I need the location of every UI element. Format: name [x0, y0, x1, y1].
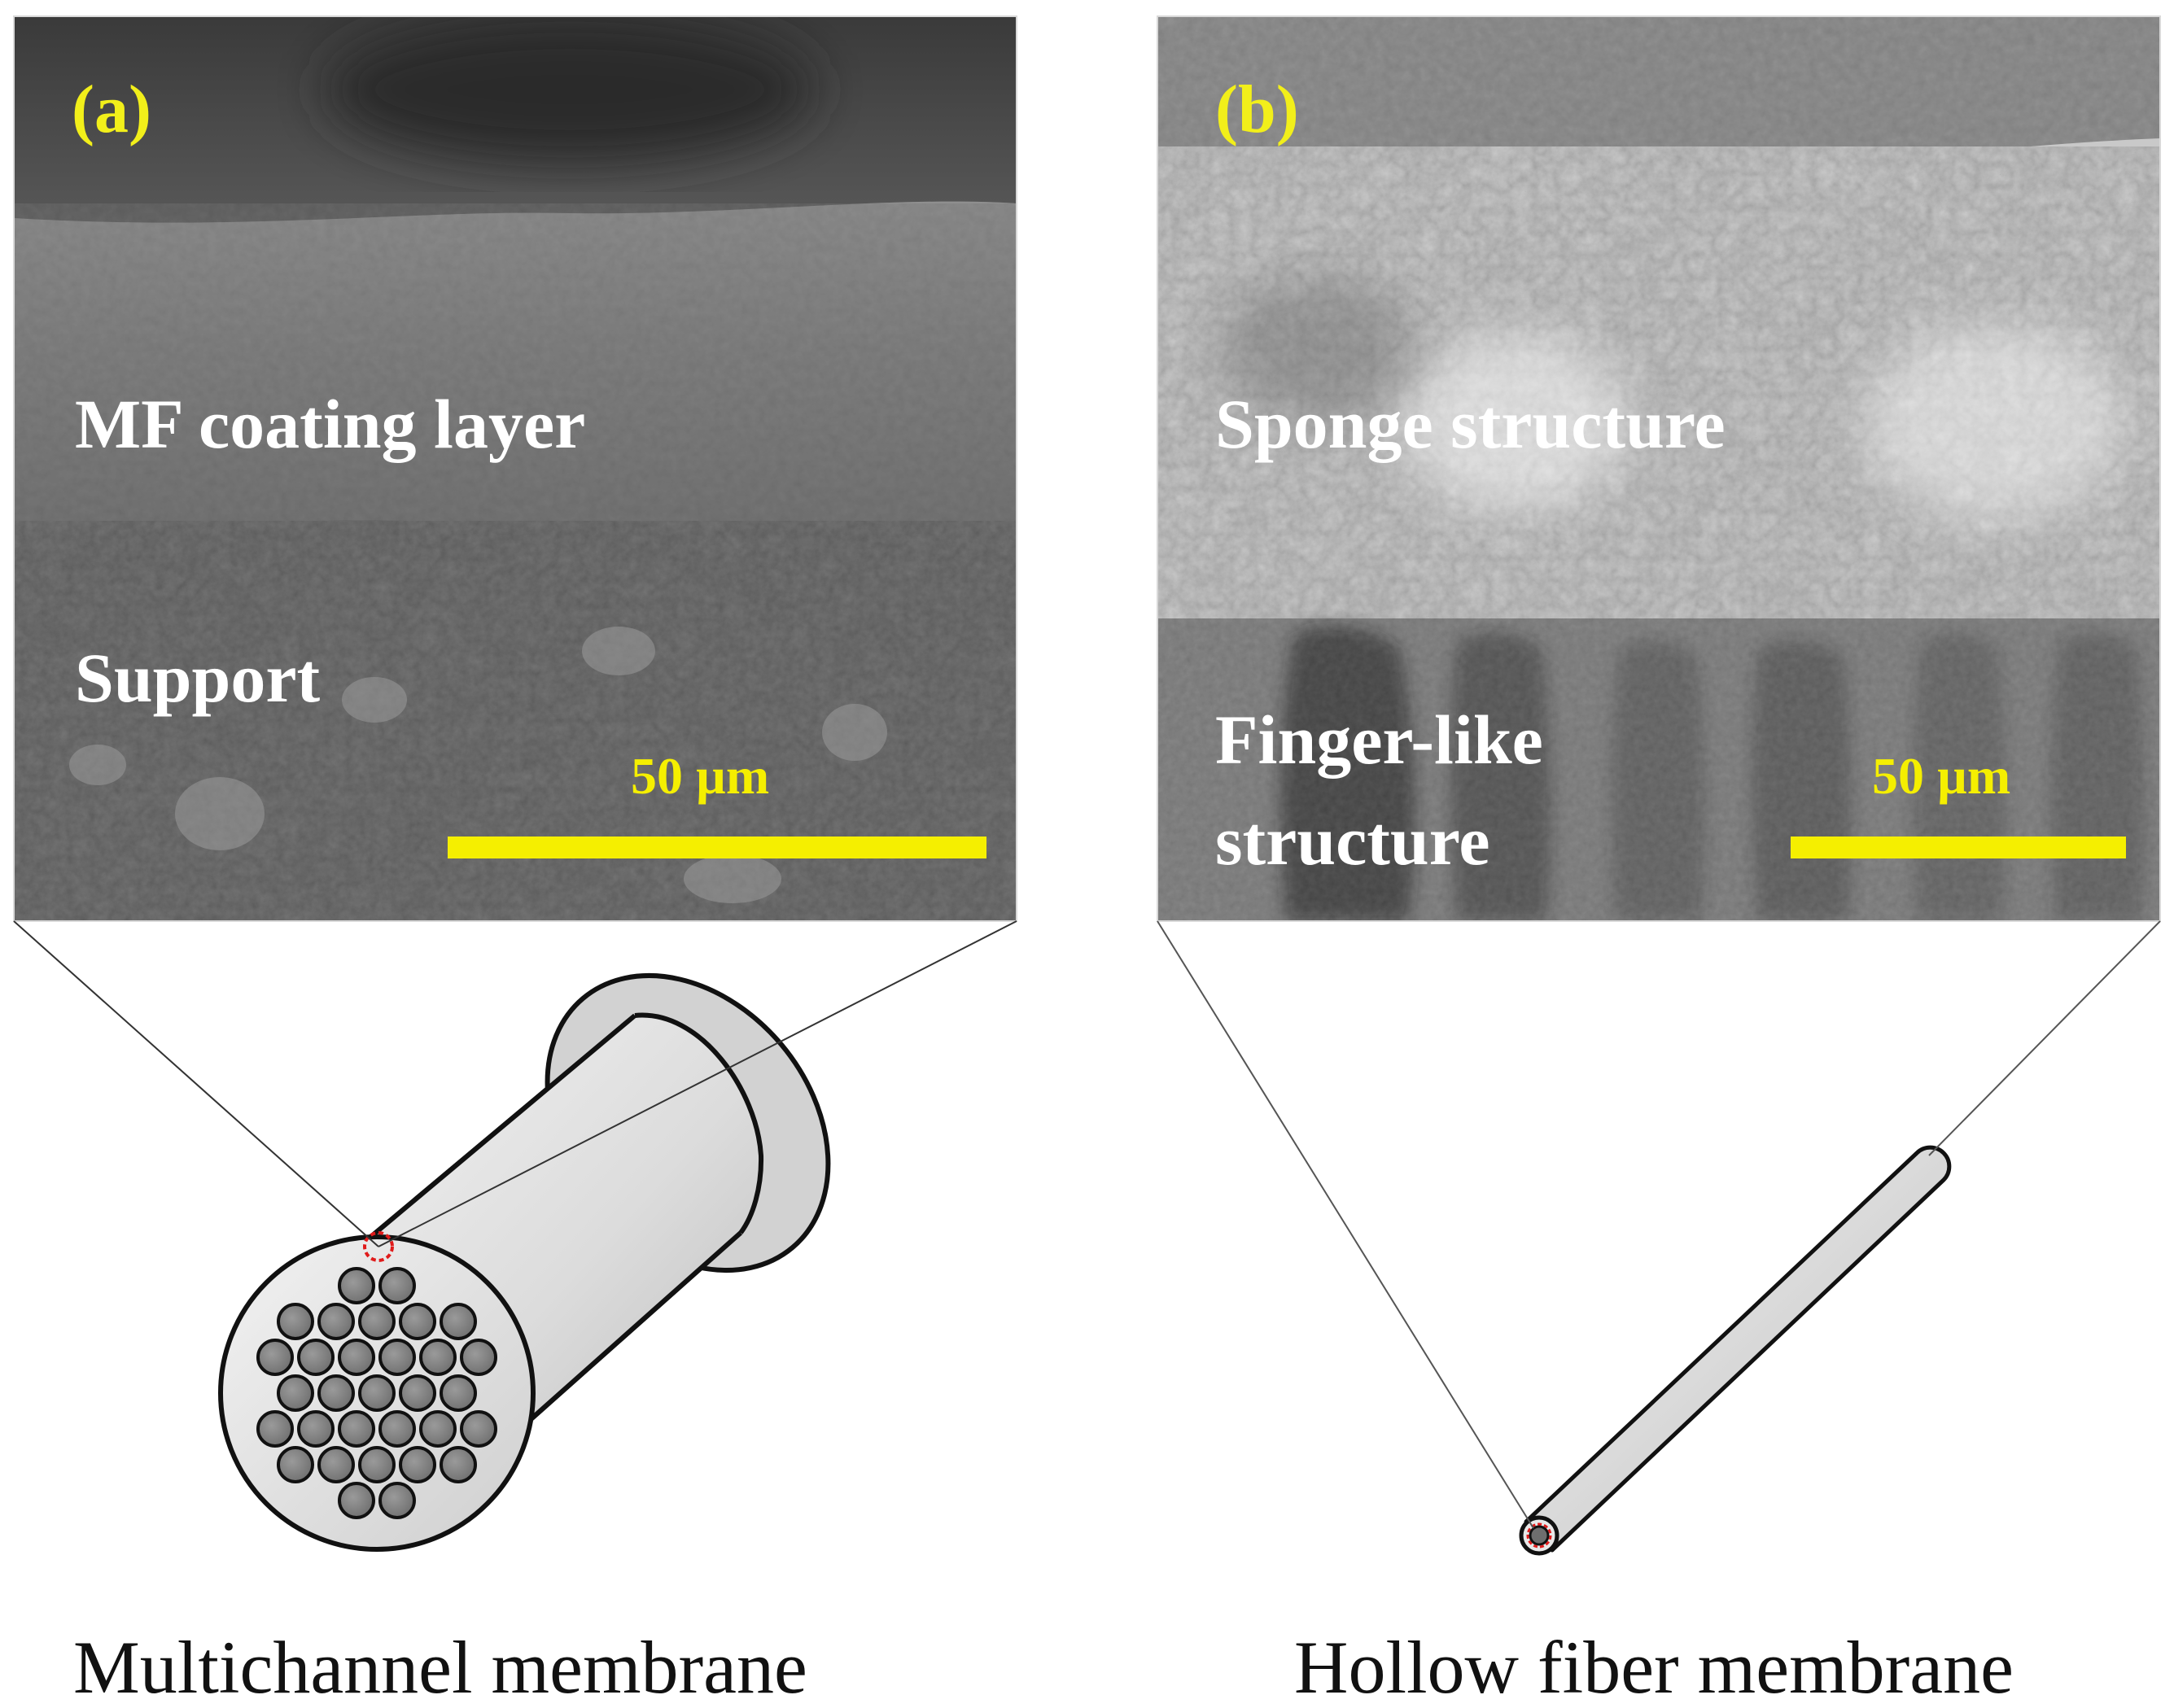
- panel-a-zoom-line-right: [378, 920, 1017, 1247]
- panel-b-sponge-label: Sponge structure: [1215, 385, 1726, 463]
- panel-a-frame: [13, 15, 1017, 922]
- panel-b-zoom-line-left: [1157, 920, 1534, 1529]
- multichannel-caption: Multichannel membrane: [73, 1626, 807, 1708]
- panel-b-frame: [1157, 15, 2161, 922]
- channel-hole: [440, 1303, 477, 1340]
- channel-hole: [297, 1410, 335, 1448]
- panel-b-finger-label-line2: structure: [1215, 802, 1490, 880]
- channel-hole: [297, 1339, 335, 1376]
- panel-a-coating-label: MF coating layer: [75, 385, 585, 463]
- panel-b-sem-image: [1157, 16, 2160, 921]
- channel-hole: [256, 1410, 294, 1448]
- channel-hole: [338, 1339, 375, 1376]
- panel-a-scale-label: 50 µm: [631, 747, 769, 805]
- channel-hole: [378, 1339, 416, 1376]
- channel-hole: [399, 1303, 436, 1340]
- channel-hole: [378, 1410, 416, 1448]
- channel-hole: [358, 1374, 396, 1412]
- panel-b-finger-label-line1: Finger-like: [1215, 701, 1543, 779]
- panel-a-sem-image: [14, 16, 1017, 921]
- channel-hole: [378, 1482, 416, 1519]
- panel-a-zoom-line-left: [13, 920, 379, 1247]
- multichannel-membrane-drawing: [218, 972, 831, 1552]
- channel-hole: [338, 1410, 375, 1448]
- channel-hole: [358, 1303, 396, 1340]
- channel-hole: [338, 1267, 375, 1304]
- channel-hole: [256, 1339, 294, 1376]
- panel-b-scale-label: 50 µm: [1872, 747, 2010, 805]
- channel-hole: [399, 1374, 436, 1412]
- channel-hole: [277, 1446, 314, 1483]
- panel-b-label: (b): [1215, 72, 1299, 147]
- channel-hole: [440, 1446, 477, 1483]
- hollow-fiber-highlight: [1526, 1522, 1552, 1549]
- multichannel-highlight: [363, 1231, 394, 1262]
- panel-a-support-label: Support: [75, 639, 320, 717]
- channel-hole: [338, 1482, 375, 1519]
- channel-hole: [440, 1374, 477, 1412]
- panel-b-zoom-line-right: [1928, 920, 2161, 1156]
- hollow-fiber-caption: Hollow fiber membrane: [1294, 1626, 2014, 1708]
- panel-a-scale-bar: [448, 837, 986, 858]
- channel-hole: [419, 1410, 457, 1448]
- panel-a-label: (a): [72, 72, 151, 147]
- channel-hole: [277, 1303, 314, 1340]
- channel-hole: [419, 1339, 457, 1376]
- channel-hole: [378, 1267, 416, 1304]
- channel-hole: [317, 1446, 355, 1483]
- channel-hole: [317, 1303, 355, 1340]
- channel-hole: [399, 1446, 436, 1483]
- channel-hole: [277, 1374, 314, 1412]
- hollow-fiber-drawing: [1519, 1145, 1952, 1556]
- channel-hole: [460, 1410, 497, 1448]
- panel-b-scale-bar: [1791, 837, 2126, 858]
- channel-hole: [460, 1339, 497, 1376]
- channel-hole: [358, 1446, 396, 1483]
- channel-hole: [317, 1374, 355, 1412]
- multichannel-channels: [256, 1267, 497, 1519]
